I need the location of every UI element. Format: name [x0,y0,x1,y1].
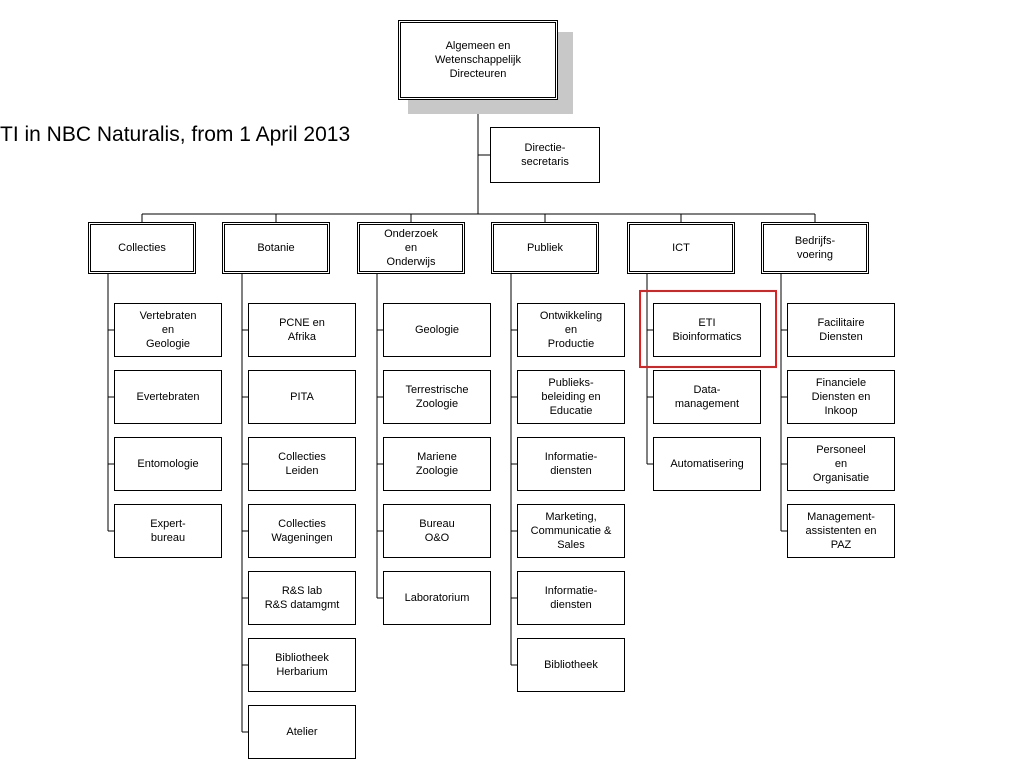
unit-box[interactable]: Bureau O&O [383,504,491,558]
unit-box[interactable]: Mariene Zoologie [383,437,491,491]
unit-box[interactable]: Geologie [383,303,491,357]
department-box[interactable]: Botanie [222,222,330,274]
unit-box[interactable]: Expert- bureau [114,504,222,558]
unit-box[interactable]: Vertebraten en Geologie [114,303,222,357]
unit-box[interactable]: Evertebraten [114,370,222,424]
unit-box[interactable]: PCNE en Afrika [248,303,356,357]
unit-box[interactable]: Marketing, Communicatie & Sales [517,504,625,558]
unit-box[interactable]: R&S lab R&S datamgmt [248,571,356,625]
unit-box[interactable]: Financiele Diensten en Inkoop [787,370,895,424]
unit-box[interactable]: Management- assistenten en PAZ [787,504,895,558]
unit-box[interactable]: Collecties Leiden [248,437,356,491]
chart-caption: TI in NBC Naturalis, from 1 April 2013 [0,123,351,146]
unit-box[interactable]: Informatie- diensten [517,437,625,491]
unit-box[interactable]: Terrestrische Zoologie [383,370,491,424]
unit-box[interactable]: Bibliotheek [517,638,625,692]
department-box[interactable]: ICT [627,222,735,274]
unit-box[interactable]: Atelier [248,705,356,759]
unit-box[interactable]: Personeel en Organisatie [787,437,895,491]
department-box[interactable]: Publiek [491,222,599,274]
unit-box[interactable]: Collecties Wageningen [248,504,356,558]
department-box[interactable]: Onderzoek en Onderwijs [357,222,465,274]
top-management-box[interactable]: Algemeen en Wetenschappelijk Directeuren [398,20,558,100]
unit-box[interactable]: PITA [248,370,356,424]
department-box[interactable]: Bedrijfs- voering [761,222,869,274]
unit-box[interactable]: Facilitaire Diensten [787,303,895,357]
unit-box[interactable]: Publieks- beleiding en Educatie [517,370,625,424]
unit-box[interactable]: ETI Bioinformatics [653,303,761,357]
unit-box[interactable]: Bibliotheek Herbarium [248,638,356,692]
unit-box[interactable]: Data- management [653,370,761,424]
department-box[interactable]: Collecties [88,222,196,274]
highlight-frame [639,290,777,368]
unit-box[interactable]: Automatisering [653,437,761,491]
secretary-box[interactable]: Directie- secretaris [490,127,600,183]
unit-box[interactable]: Informatie- diensten [517,571,625,625]
unit-box[interactable]: Entomologie [114,437,222,491]
unit-box[interactable]: Ontwikkeling en Productie [517,303,625,357]
unit-box[interactable]: Laboratorium [383,571,491,625]
